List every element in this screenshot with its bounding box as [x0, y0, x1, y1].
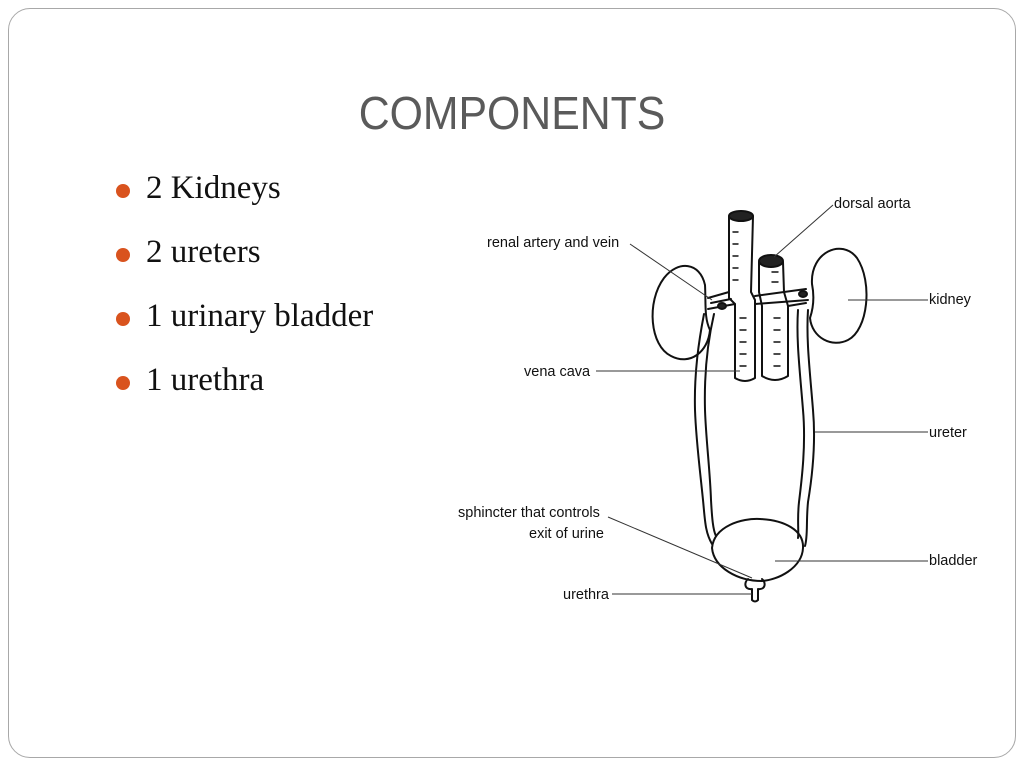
left-kidney-shape — [651, 264, 711, 361]
bladder-shape — [711, 517, 805, 582]
right-ureter — [796, 309, 816, 547]
slide-title: COMPONENTS — [358, 87, 666, 139]
label-bladder: bladder — [929, 553, 978, 569]
right-kidney-shape — [809, 247, 868, 344]
urethra-shape — [744, 578, 766, 603]
dorsal-aorta-vessel — [728, 210, 756, 382]
label-dorsal-aorta: dorsal aorta — [834, 196, 912, 212]
bullet-item: 1 urethra — [116, 362, 373, 426]
label-vena-cava: vena cava — [524, 364, 591, 380]
label-urethra: urethra — [563, 587, 610, 603]
bullet-list: 2 Kidneys 2 ureters 1 urinary bladder 1 … — [116, 170, 373, 426]
bullet-text: 1 urinary bladder — [146, 298, 374, 334]
bullet-item: 1 urinary bladder — [116, 298, 373, 362]
label-sphincter-line2: exit of urine — [529, 526, 604, 542]
bullet-item: 2 Kidneys — [116, 170, 373, 234]
label-kidney: kidney — [929, 292, 972, 308]
label-ureter: ureter — [929, 425, 967, 441]
bullet-text: 2 Kidneys — [146, 170, 281, 206]
vena-cava-vessel — [758, 254, 789, 381]
label-renal-artery-vein: renal artery and vein — [487, 235, 619, 251]
bullet-dot-icon — [116, 184, 130, 198]
label-sphincter-line1: sphincter that controls — [458, 505, 600, 521]
bullet-text: 1 urethra — [146, 362, 265, 398]
left-ureter — [693, 313, 717, 545]
bullet-text: 2 ureters — [146, 234, 261, 270]
bullet-dot-icon — [116, 376, 130, 390]
bullet-dot-icon — [116, 312, 130, 326]
slide-frame — [8, 8, 1016, 758]
bullet-dot-icon — [116, 248, 130, 262]
renal-vessels — [707, 288, 809, 310]
bullet-item: 2 ureters — [116, 234, 373, 298]
